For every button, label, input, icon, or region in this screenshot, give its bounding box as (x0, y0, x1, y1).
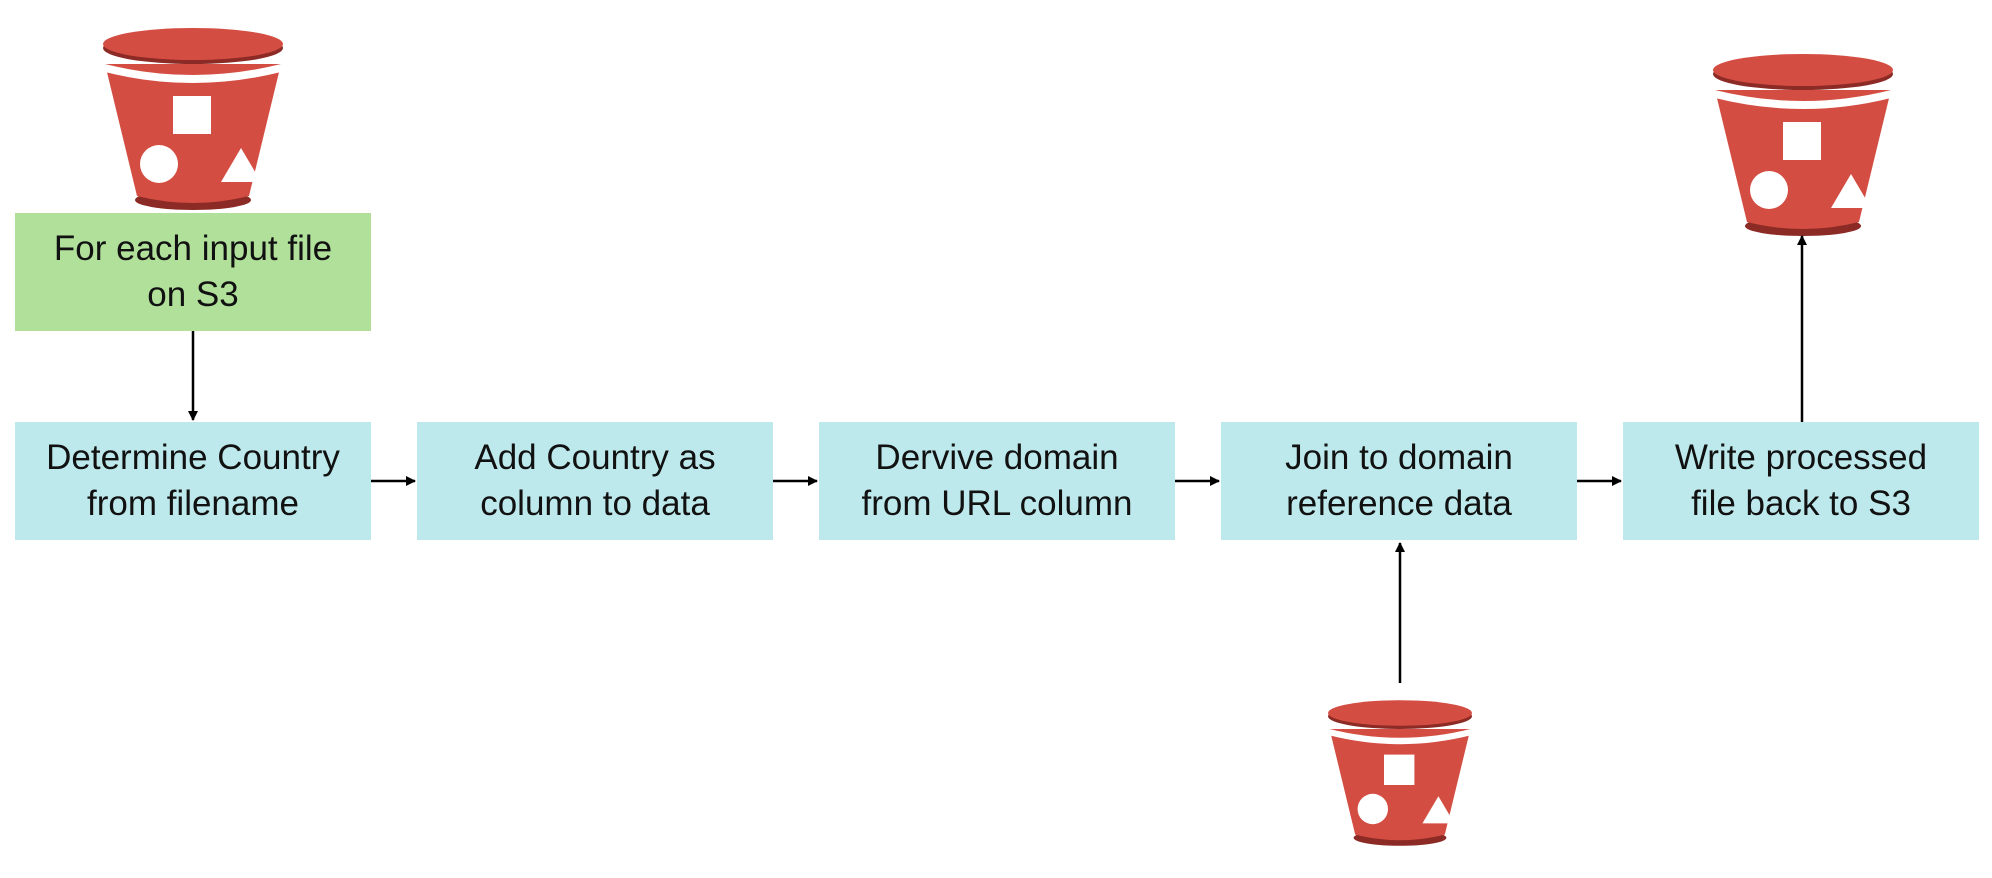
step-box-determine-country: Determine Country from filename (15, 422, 371, 540)
reference-bucket-icon (1328, 700, 1472, 846)
input-bucket-icon (103, 28, 283, 210)
step-box-join-reference: Join to domain reference data (1221, 422, 1577, 540)
step-box-label: Add Country as column to data (474, 438, 716, 523)
step-box-label: Determine Country from filename (46, 438, 340, 523)
step-box-label: Join to domain reference data (1285, 438, 1513, 523)
start-box: For each input file on S3 (15, 213, 371, 331)
step-box-add-country-column: Add Country as column to data (417, 422, 773, 540)
step-box-derive-domain: Dervive domain from URL column (819, 422, 1175, 540)
step-box-label: Dervive domain from URL column (861, 438, 1133, 523)
step-box-label: Write processed file back to S3 (1674, 438, 1928, 523)
output-bucket-icon (1713, 54, 1893, 236)
step-box-write-back: Write processed file back to S3 (1623, 422, 1979, 540)
start-box-label: For each input file on S3 (53, 229, 333, 314)
